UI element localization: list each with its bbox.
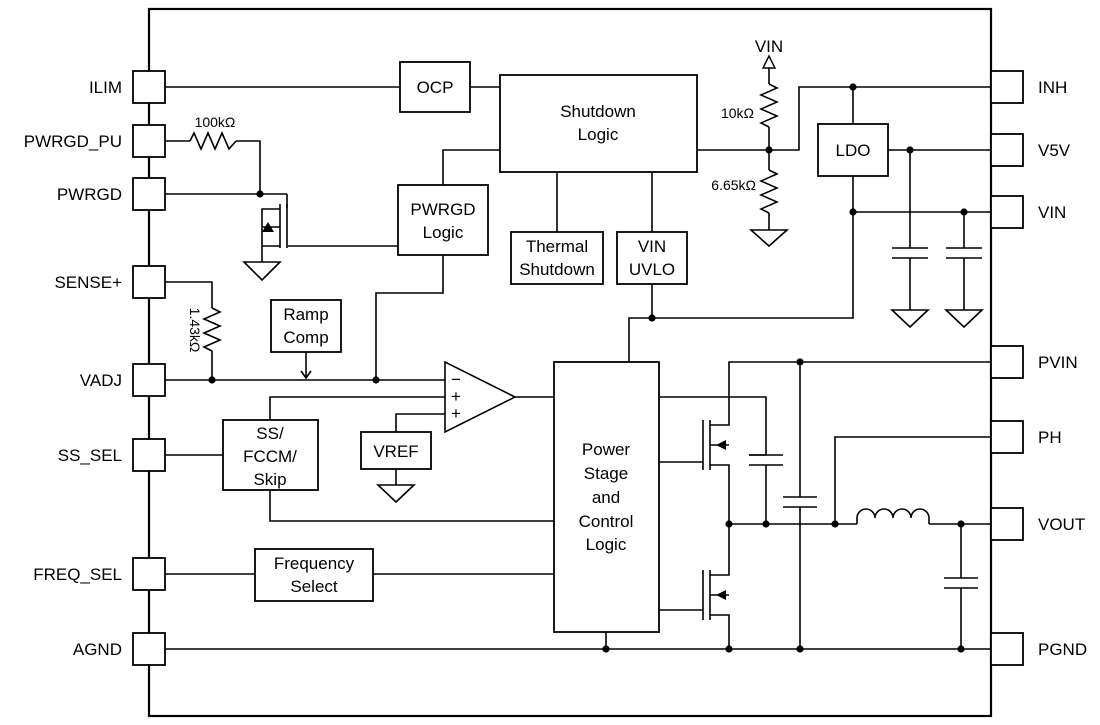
power-stage-label-3: and bbox=[592, 488, 620, 507]
pin-sense-plus bbox=[132, 265, 166, 299]
vin-uvlo-label-2: UVLO bbox=[629, 260, 675, 279]
power-stage-label-1: Power bbox=[582, 440, 631, 459]
pin-ilim bbox=[132, 70, 166, 104]
vin-uvlo-label-1: VIN bbox=[638, 237, 666, 256]
pin-label-freq-sel: FREQ_SEL bbox=[33, 565, 122, 584]
ramp-comp-label-1: Ramp bbox=[283, 305, 328, 324]
resistor-10k-label: 10kΩ bbox=[721, 105, 754, 121]
pin-label-ph: PH bbox=[1038, 428, 1062, 447]
pin-label-pwrgd: PWRGD bbox=[57, 185, 122, 204]
component-labels: VIN 100kΩ 10kΩ 6.65kΩ 1.43kΩ − + + bbox=[187, 37, 783, 423]
pin-label-pwrgd-pu: PWRGD_PU bbox=[24, 132, 122, 151]
shutdown-logic-label-1: Shutdown bbox=[560, 102, 636, 121]
pin-label-sense-plus: SENSE+ bbox=[54, 273, 122, 292]
opamp-plus-2: + bbox=[451, 404, 461, 423]
power-stage-label-5: Logic bbox=[586, 535, 627, 554]
pin-label-v5v: V5V bbox=[1038, 141, 1071, 160]
shutdown-logic-label-2: Logic bbox=[578, 125, 619, 144]
vref-block bbox=[360, 431, 432, 470]
shutdown-logic-block bbox=[499, 74, 698, 173]
ldo-label: LDO bbox=[836, 141, 871, 160]
pwrgd-logic-label-1: PWRGD bbox=[410, 200, 475, 219]
pin-vadj bbox=[132, 363, 166, 397]
ramp-comp-label-2: Comp bbox=[283, 328, 328, 347]
thermal-shutdown-label-1: Thermal bbox=[526, 237, 588, 256]
function-blocks: OCP Shutdown Logic PWRGD Logic Thermal S… bbox=[222, 61, 889, 633]
pin-inh bbox=[990, 70, 1024, 104]
pwrgd-logic-block bbox=[397, 184, 489, 256]
pin-ph bbox=[990, 420, 1024, 454]
ocp-block bbox=[399, 61, 471, 113]
resistor-143k-label: 1.43kΩ bbox=[187, 308, 203, 353]
pin-label-vin: VIN bbox=[1038, 203, 1066, 222]
pin-label-vadj: VADJ bbox=[80, 371, 122, 390]
left-pins: ILIM PWRGD_PU PWRGD SENSE+ VADJ SS_SEL F… bbox=[24, 70, 166, 666]
pin-pvin bbox=[990, 345, 1024, 379]
frequency-select-block bbox=[254, 548, 374, 602]
pin-ss-sel bbox=[132, 438, 166, 472]
resistor-100k-label: 100kΩ bbox=[195, 114, 236, 130]
power-stage-block bbox=[553, 361, 660, 633]
pin-v5v bbox=[990, 133, 1024, 167]
junction-dots bbox=[208, 83, 968, 653]
power-stage-label-2: Stage bbox=[584, 464, 628, 483]
pin-pwrgd bbox=[132, 177, 166, 211]
pin-label-pgnd: PGND bbox=[1038, 640, 1087, 659]
vin-top-label: VIN bbox=[755, 37, 783, 56]
pin-vin bbox=[990, 195, 1024, 229]
pin-vout bbox=[990, 507, 1024, 541]
frequency-select-label-1: Frequency bbox=[274, 554, 355, 573]
resistor-665k-label: 6.65kΩ bbox=[711, 177, 756, 193]
ocp-label: OCP bbox=[417, 78, 454, 97]
pin-agnd bbox=[132, 632, 166, 666]
vin-uvlo-block bbox=[616, 231, 688, 285]
pin-freq-sel bbox=[132, 557, 166, 591]
right-pins: INH V5V VIN PVIN PH VOUT PGND bbox=[990, 70, 1087, 666]
pin-label-pvin: PVIN bbox=[1038, 353, 1078, 372]
pwrgd-logic-label-2: Logic bbox=[423, 223, 464, 242]
ss-fccm-skip-label-3: Skip bbox=[253, 470, 286, 489]
pin-pwrgd-pu bbox=[132, 124, 166, 158]
ss-fccm-skip-label-1: SS/ bbox=[256, 424, 284, 443]
thermal-shutdown-block bbox=[510, 231, 604, 285]
power-stage-label-4: Control bbox=[579, 512, 634, 531]
pin-label-inh: INH bbox=[1038, 78, 1067, 97]
pin-label-ss-sel: SS_SEL bbox=[58, 446, 122, 465]
pin-label-vout: VOUT bbox=[1038, 515, 1085, 534]
vref-label: VREF bbox=[373, 442, 418, 461]
ss-fccm-skip-label-2: FCCM/ bbox=[243, 447, 297, 466]
opamp-plus-1: + bbox=[451, 387, 461, 406]
thermal-shutdown-label-2: Shutdown bbox=[519, 260, 595, 279]
frequency-select-label-2: Select bbox=[290, 577, 338, 596]
opamp-minus: − bbox=[451, 370, 461, 389]
ramp-comp-block bbox=[270, 299, 342, 353]
pin-label-ilim: ILIM bbox=[89, 78, 122, 97]
pin-pgnd bbox=[990, 632, 1024, 666]
pin-label-agnd: AGND bbox=[73, 640, 122, 659]
